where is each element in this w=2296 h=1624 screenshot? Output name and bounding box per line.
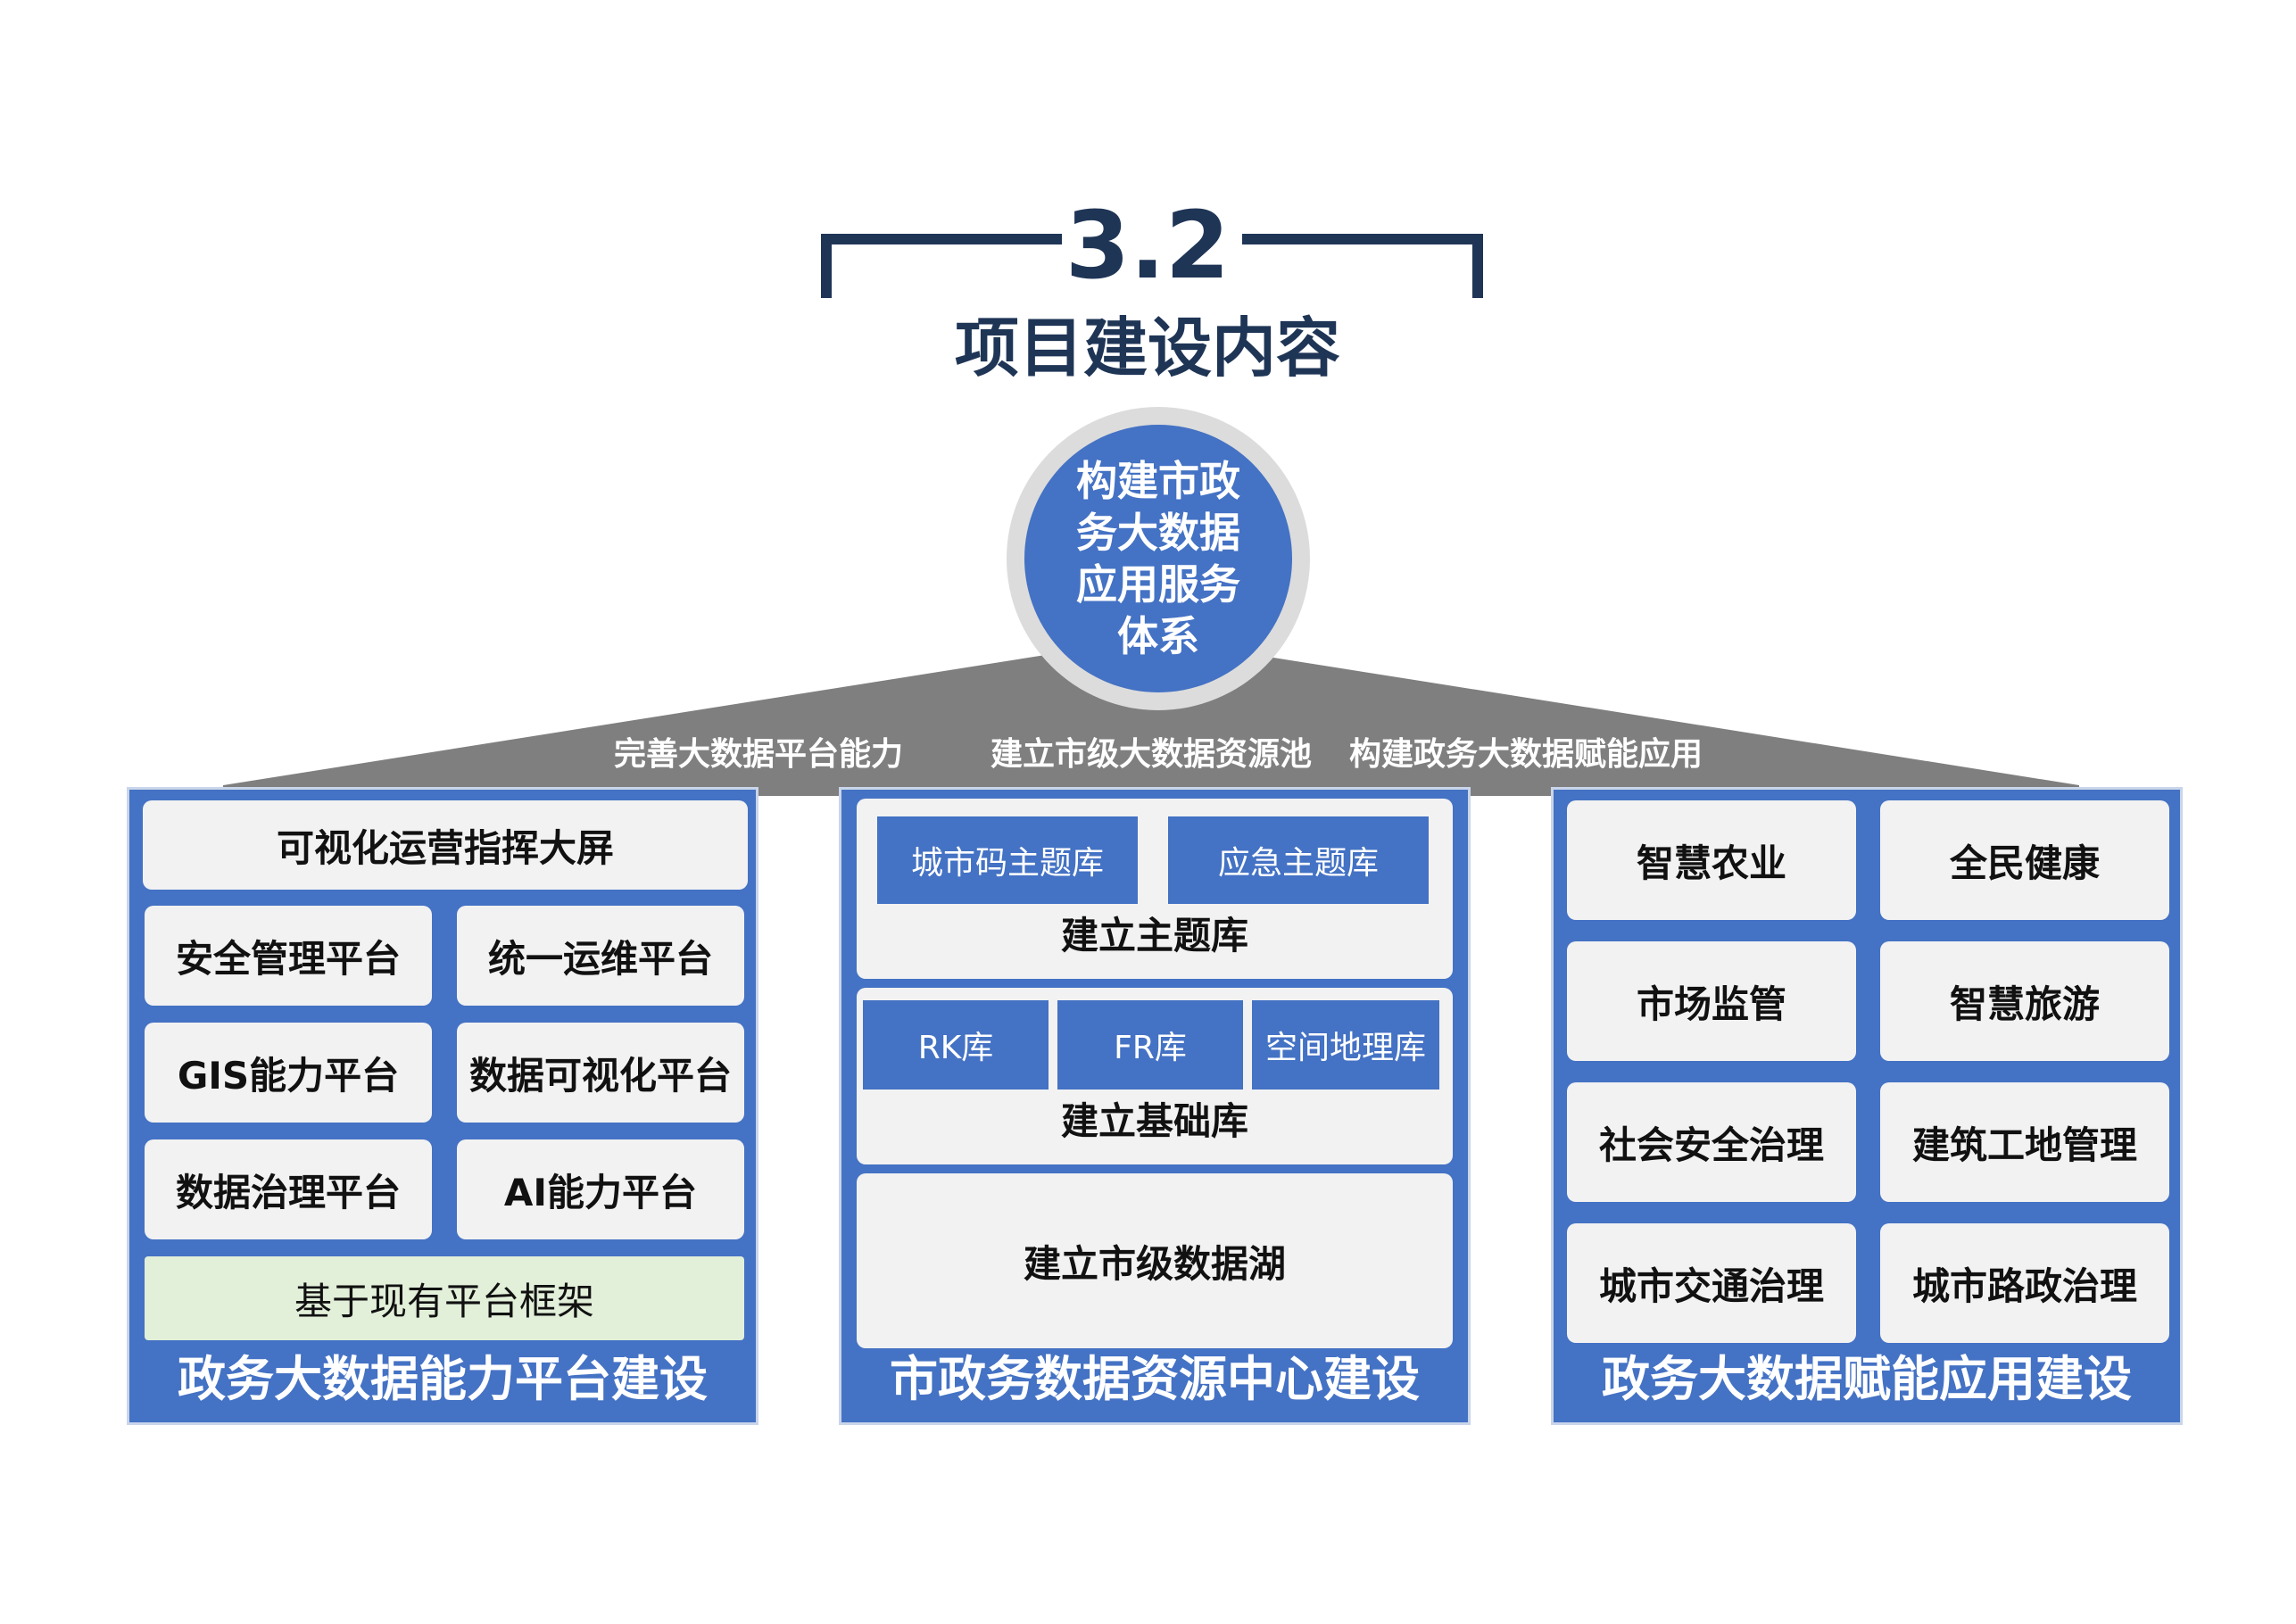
right-panel: 智慧农业 全民健康 市场监管 智慧旅游 社会安全治理 建筑工地管理 城市交通治理… [1551,787,2183,1425]
card-security-platform: 安全管理平台 [145,906,432,1006]
card-smart-agriculture: 智慧农业 [1567,800,1856,920]
card-command-screen: 可视化运营指挥大屏 [143,800,748,890]
bracket-left-leg [821,234,832,298]
left-panel-title: 政务大数据能力平台建设 [178,1351,708,1407]
center-circle: 构建市政务大数据应用服务体系 [1024,425,1292,692]
card-data-lake: 建立市级数据湖 [857,1173,1453,1348]
left-panel: 可视化运营指挥大屏 安全管理平台 统一运维平台 GIS能力平台 数据可视化平台 … [127,787,758,1425]
card-visualization-platform: 数据可视化平台 [457,1023,744,1123]
card-social-safety: 社会安全治理 [1567,1082,1856,1202]
card-road-governance: 城市路政治理 [1880,1223,2169,1343]
bracket-top-right [1242,234,1483,244]
sub-fr-db: FR库 [1057,1000,1243,1090]
label-theme-db: 建立主题库 [1060,914,1248,957]
card-construction-site: 建筑工地管理 [1880,1082,2169,1202]
sub-rk-db: RK库 [863,1000,1049,1090]
sub-citycode-theme: 城市码主题库 [877,816,1138,904]
middle-panel: 城市码主题库 应急主题库 建立主题库 RK库 FR库 空间地理库 建立基础库 建… [839,787,1471,1425]
bracket-right-leg [1472,234,1483,298]
sub-emergency-theme: 应急主题库 [1168,816,1429,904]
card-gis-platform: GIS能力平台 [145,1023,432,1123]
center-circle-text: 构建市政务大数据应用服务体系 [1076,457,1240,660]
middle-panel-title: 市政务数据资源中心建设 [890,1351,1420,1407]
label-base-db: 建立基础库 [1060,1099,1248,1143]
right-panel-title: 政务大数据赋能应用建设 [1602,1351,2132,1407]
section-number: 3.2 [1065,191,1231,300]
card-smart-tourism: 智慧旅游 [1880,941,2169,1061]
card-ops-platform: 统一运维平台 [457,906,744,1006]
sub-geo-db: 空间地理库 [1252,1000,1439,1090]
card-traffic-governance: 城市交通治理 [1567,1223,1856,1343]
card-governance-platform: 数据治理平台 [145,1139,432,1239]
roof-label-resource-pool: 建立市级大数据资源池 [990,736,1312,773]
card-ai-platform: AI能力平台 [457,1139,744,1239]
roof-label-empower-apps: 构建政务大数据赋能应用 [1348,736,1703,773]
card-public-health: 全民健康 [1880,800,2169,920]
page-title: 项目建设内容 [954,311,1340,385]
roof-label-platform: 完善大数据平台能力 [613,736,903,773]
card-existing-framework: 基于现有平台框架 [145,1256,744,1340]
bracket-top-left [821,234,1062,244]
card-market-supervision: 市场监管 [1567,941,1856,1061]
